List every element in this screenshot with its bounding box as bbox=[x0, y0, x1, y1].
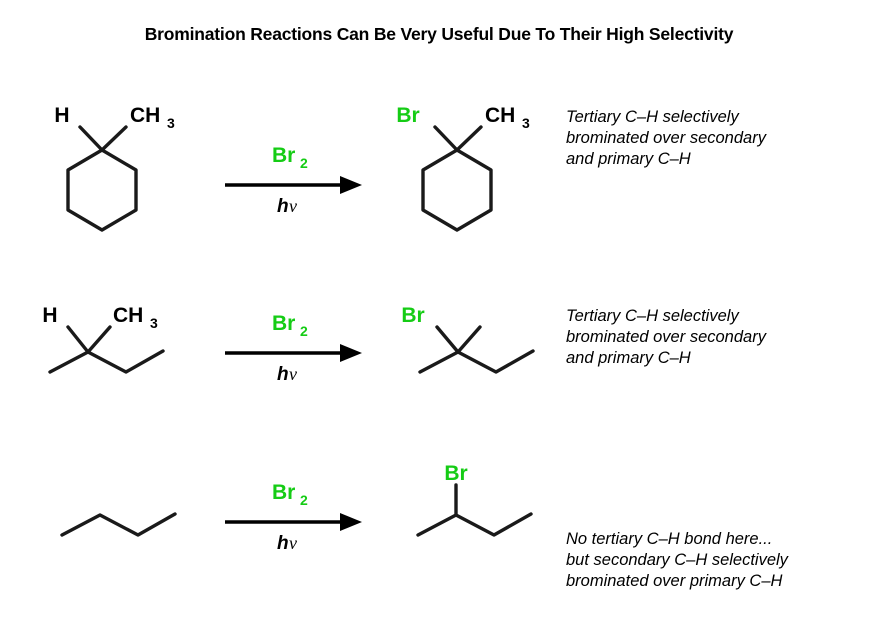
reaction-arrow-group-1: Br 2 h ν bbox=[225, 144, 362, 217]
bond-to-h bbox=[78, 125, 104, 152]
reagent-br2-subscript: 2 bbox=[300, 323, 308, 339]
product-structure-2-bromo-2-methylbutane: Br bbox=[401, 304, 535, 374]
reagent-br2-label: Br bbox=[272, 481, 295, 504]
atom-label-ch3: CH bbox=[485, 104, 515, 127]
carbon-chain-bonds bbox=[48, 349, 165, 374]
bond-to-h bbox=[66, 325, 90, 354]
arrow-head bbox=[340, 344, 362, 362]
carbon-chain-bonds bbox=[416, 512, 533, 537]
product-structure-1-bromo-1-methylcyclohexane: Br CH 3 bbox=[396, 104, 530, 232]
bond-to-methyl bbox=[86, 325, 112, 354]
row-1-annotation: Tertiary C–H selectively brominated over… bbox=[566, 108, 766, 168]
arrow-head bbox=[340, 513, 362, 531]
row-3-graphics: Br 2 h ν Br bbox=[60, 462, 533, 554]
reagent-nu-label: ν bbox=[289, 196, 297, 216]
row-3-annotation: No tertiary C–H bond here... but seconda… bbox=[566, 530, 788, 590]
bond-to-br bbox=[435, 325, 460, 354]
reagent-br2-label: Br bbox=[272, 312, 295, 335]
page-title: Bromination Reactions Can Be Very Useful… bbox=[144, 24, 734, 44]
atom-label-ch3-subscript: 3 bbox=[522, 115, 530, 131]
atom-label-ch3-subscript: 3 bbox=[150, 315, 158, 331]
reaction-arrow-group-3: Br 2 h ν bbox=[225, 481, 362, 554]
arrow-head bbox=[340, 176, 362, 194]
reagent-br2-subscript: 2 bbox=[300, 155, 308, 171]
atom-label-h: H bbox=[42, 304, 57, 327]
atom-label-ch3: CH bbox=[113, 304, 143, 327]
reaction-arrow-group-2: Br 2 h ν bbox=[225, 312, 362, 385]
reactant-structure-butane bbox=[60, 512, 177, 537]
bond-to-methyl bbox=[455, 125, 483, 152]
row-2-annotation: Tertiary C–H selectively brominated over… bbox=[566, 307, 766, 367]
atom-label-br: Br bbox=[444, 462, 467, 485]
atom-label-h: H bbox=[54, 104, 69, 127]
reagent-h-label: h bbox=[277, 196, 289, 217]
product-structure-2-bromobutane: Br bbox=[416, 462, 533, 537]
bond-to-methyl bbox=[456, 325, 482, 354]
atom-label-br: Br bbox=[396, 104, 419, 127]
atom-label-ch3: CH bbox=[130, 104, 160, 127]
atom-label-br: Br bbox=[401, 304, 424, 327]
reagent-h-label: h bbox=[277, 533, 289, 554]
bond-to-methyl bbox=[100, 125, 128, 152]
row-1-graphics: H CH 3 Br 2 h ν Br CH 3 bbox=[54, 104, 530, 232]
bond-to-br bbox=[433, 125, 459, 152]
carbon-chain-bonds bbox=[418, 349, 535, 374]
reagent-nu-label: ν bbox=[289, 364, 297, 384]
reagent-nu-label: ν bbox=[289, 533, 297, 553]
carbon-chain-bonds bbox=[60, 512, 177, 537]
reagent-h-label: h bbox=[277, 364, 289, 385]
reagent-br2-subscript: 2 bbox=[300, 492, 308, 508]
row-2-graphics: H CH 3 Br 2 h ν Br bbox=[42, 304, 535, 385]
reactant-structure-methylcyclohexane: H CH 3 bbox=[54, 104, 175, 232]
reagent-br2-label: Br bbox=[272, 144, 295, 167]
cyclohexane-ring-bonds bbox=[421, 148, 493, 232]
reactant-structure-2-methylbutane: H CH 3 bbox=[42, 304, 165, 374]
atom-label-ch3-subscript: 3 bbox=[167, 115, 175, 131]
cyclohexane-ring-bonds bbox=[66, 148, 138, 232]
